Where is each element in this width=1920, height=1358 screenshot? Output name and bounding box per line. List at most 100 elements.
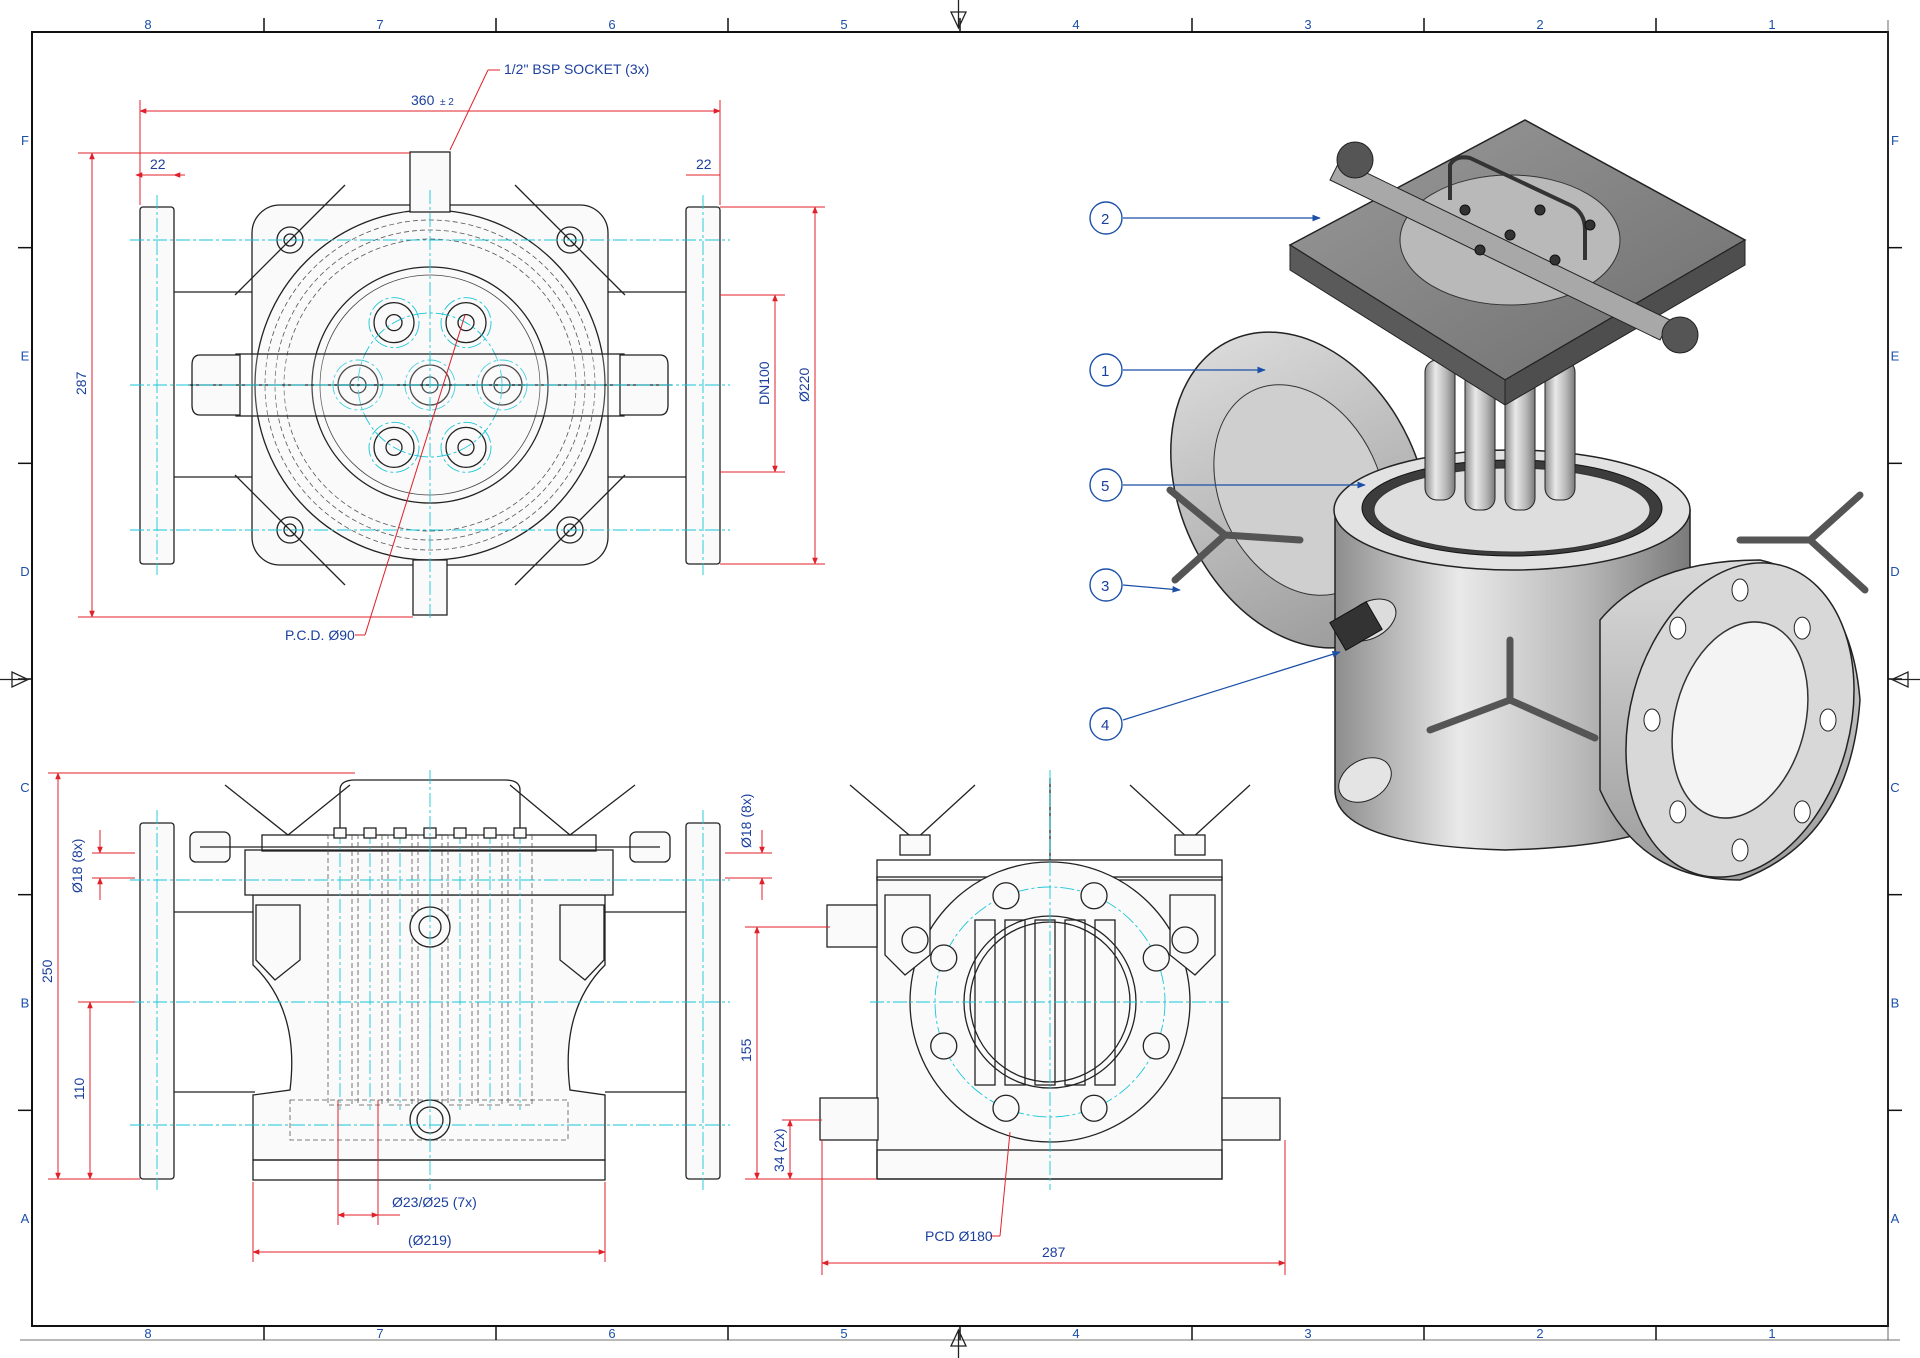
dim-22-left: 22 bbox=[150, 156, 166, 172]
flange-bolt-hole bbox=[992, 1094, 1020, 1122]
flange-bolt-hole bbox=[992, 882, 1020, 910]
zone-col-top: 4 bbox=[1072, 17, 1079, 32]
iso-plate-bolt bbox=[1584, 219, 1596, 231]
balloon-1: 1 bbox=[1089, 353, 1266, 387]
dim-360-tol: ± 2 bbox=[440, 97, 454, 108]
dim-360: 360 bbox=[411, 92, 435, 108]
zone-row-right: F bbox=[1891, 133, 1899, 148]
zone-row-right: B bbox=[1891, 996, 1900, 1011]
svg-text:2: 2 bbox=[1101, 211, 1109, 228]
zone-col-bottom: 7 bbox=[376, 1326, 383, 1341]
iso-flange-hole bbox=[1731, 838, 1749, 862]
dim-bolt-left: Ø18 (8x) bbox=[69, 839, 85, 893]
side-rod bbox=[1034, 919, 1056, 1086]
zone-col-top: 8 bbox=[144, 17, 151, 32]
dim-250: 250 bbox=[39, 959, 55, 983]
svg-text:4: 4 bbox=[1101, 717, 1109, 734]
flange-bolt-hole bbox=[1142, 1032, 1170, 1060]
zone-col-top: 5 bbox=[840, 17, 847, 32]
iso-plate-bolt bbox=[1474, 244, 1486, 256]
zone-row-left: C bbox=[20, 780, 29, 795]
iso-flange-hole bbox=[1793, 800, 1811, 824]
front-view bbox=[130, 770, 730, 1190]
iso-flange-hole bbox=[1819, 708, 1837, 732]
zone-col-top: 2 bbox=[1536, 17, 1543, 32]
dim-34: 34 (2x) bbox=[771, 1128, 787, 1172]
centering-arrow-bottom bbox=[949, 1328, 968, 1358]
zone-col-bottom: 3 bbox=[1304, 1326, 1311, 1341]
magnet-rod bbox=[373, 301, 415, 344]
svg-text:5: 5 bbox=[1101, 478, 1109, 495]
iso-flange-hole bbox=[1731, 578, 1749, 602]
flange-bolt-hole bbox=[930, 944, 958, 972]
zone-col-bottom: 8 bbox=[144, 1326, 151, 1341]
balloon-5: 5 bbox=[1089, 468, 1366, 502]
zone-row-left: B bbox=[21, 996, 30, 1011]
top-view bbox=[130, 151, 730, 620]
svg-text:1: 1 bbox=[1101, 363, 1109, 380]
dim-219: (Ø219) bbox=[408, 1232, 452, 1248]
zone-row-right: A bbox=[1891, 1211, 1900, 1226]
flange-bolt-hole bbox=[1080, 882, 1108, 910]
isometric-view bbox=[1166, 119, 1869, 881]
front-lid bbox=[244, 849, 614, 896]
socket-note: 1/2" BSP SOCKET (3x) bbox=[504, 61, 649, 77]
front-view-dimensions: 250 110 Ø18 (8x) Ø18 (8x) Ø23/Ø25 (7x) (… bbox=[39, 772, 772, 1262]
iso-flange-hole bbox=[1669, 616, 1687, 640]
balloon-3: 3 bbox=[1089, 568, 1181, 602]
iso-plate-bolt bbox=[1459, 204, 1471, 216]
side-rod bbox=[1094, 919, 1116, 1086]
zone-row-left: E bbox=[21, 349, 30, 364]
iso-plate-bolt bbox=[1504, 229, 1516, 241]
balloons: 2 1 5 3 4 bbox=[1089, 201, 1366, 741]
side-view-dimensions: 155 34 (2x) PCD Ø180 287 bbox=[738, 926, 1286, 1275]
zone-col-top: 1 bbox=[1768, 17, 1775, 32]
dim-22-right: 22 bbox=[696, 156, 712, 172]
side-view bbox=[819, 770, 1281, 1190]
pcd-top: P.C.D. Ø90 bbox=[285, 627, 355, 643]
iso-flange-hole bbox=[1643, 708, 1661, 732]
top-view-dimensions: 360 ± 2 1/2" BSP SOCKET (3x) 22 22 287 D… bbox=[73, 61, 825, 643]
zone-col-top: 3 bbox=[1304, 17, 1311, 32]
dim-dn100: DN100 bbox=[756, 361, 772, 405]
zone-col-bottom: 2 bbox=[1536, 1326, 1543, 1341]
zone-row-right: D bbox=[1890, 564, 1899, 579]
dim-dia220: Ø220 bbox=[796, 368, 812, 402]
magnet-rod bbox=[445, 426, 487, 469]
zone-row-left: A bbox=[21, 1211, 30, 1226]
zone-col-bottom: 4 bbox=[1072, 1326, 1079, 1341]
iso-flange-hole bbox=[1669, 800, 1687, 824]
dim-bolt-right: Ø18 (8x) bbox=[738, 794, 754, 848]
centering-arrow-left bbox=[0, 670, 30, 689]
zone-col-bottom: 1 bbox=[1768, 1326, 1775, 1341]
magnet-rod bbox=[445, 301, 487, 344]
centering-arrow-top bbox=[949, 0, 968, 30]
zone-col-bottom: 6 bbox=[608, 1326, 615, 1341]
side-rod bbox=[974, 919, 996, 1086]
balloon-4: 4 bbox=[1089, 651, 1341, 741]
zone-col-top: 6 bbox=[608, 17, 615, 32]
centering-arrow-right bbox=[1890, 670, 1920, 689]
dim-110: 110 bbox=[71, 1077, 87, 1100]
balloon-2: 2 bbox=[1089, 201, 1321, 235]
dim-287-side: 287 bbox=[1042, 1244, 1066, 1260]
zone-row-right: C bbox=[1890, 780, 1899, 795]
iso-plate-bolt bbox=[1549, 254, 1561, 266]
iso-plate-bolt bbox=[1534, 204, 1546, 216]
zone-row-left: F bbox=[21, 133, 29, 148]
pcd-side: PCD Ø180 bbox=[925, 1228, 993, 1244]
flange-bolt-hole bbox=[1142, 944, 1170, 972]
magnet-rod bbox=[373, 426, 415, 469]
flange-bolt-hole bbox=[1080, 1094, 1108, 1122]
zone-row-left: D bbox=[20, 564, 29, 579]
side-rod bbox=[1064, 919, 1086, 1086]
dim-287-top: 287 bbox=[73, 371, 89, 395]
zone-col-top: 7 bbox=[376, 17, 383, 32]
dim-rods: Ø23/Ø25 (7x) bbox=[392, 1194, 477, 1210]
dim-155: 155 bbox=[738, 1038, 754, 1062]
iso-flange-hole bbox=[1793, 616, 1811, 640]
svg-text:3: 3 bbox=[1101, 578, 1109, 595]
zone-row-right: E bbox=[1891, 349, 1900, 364]
